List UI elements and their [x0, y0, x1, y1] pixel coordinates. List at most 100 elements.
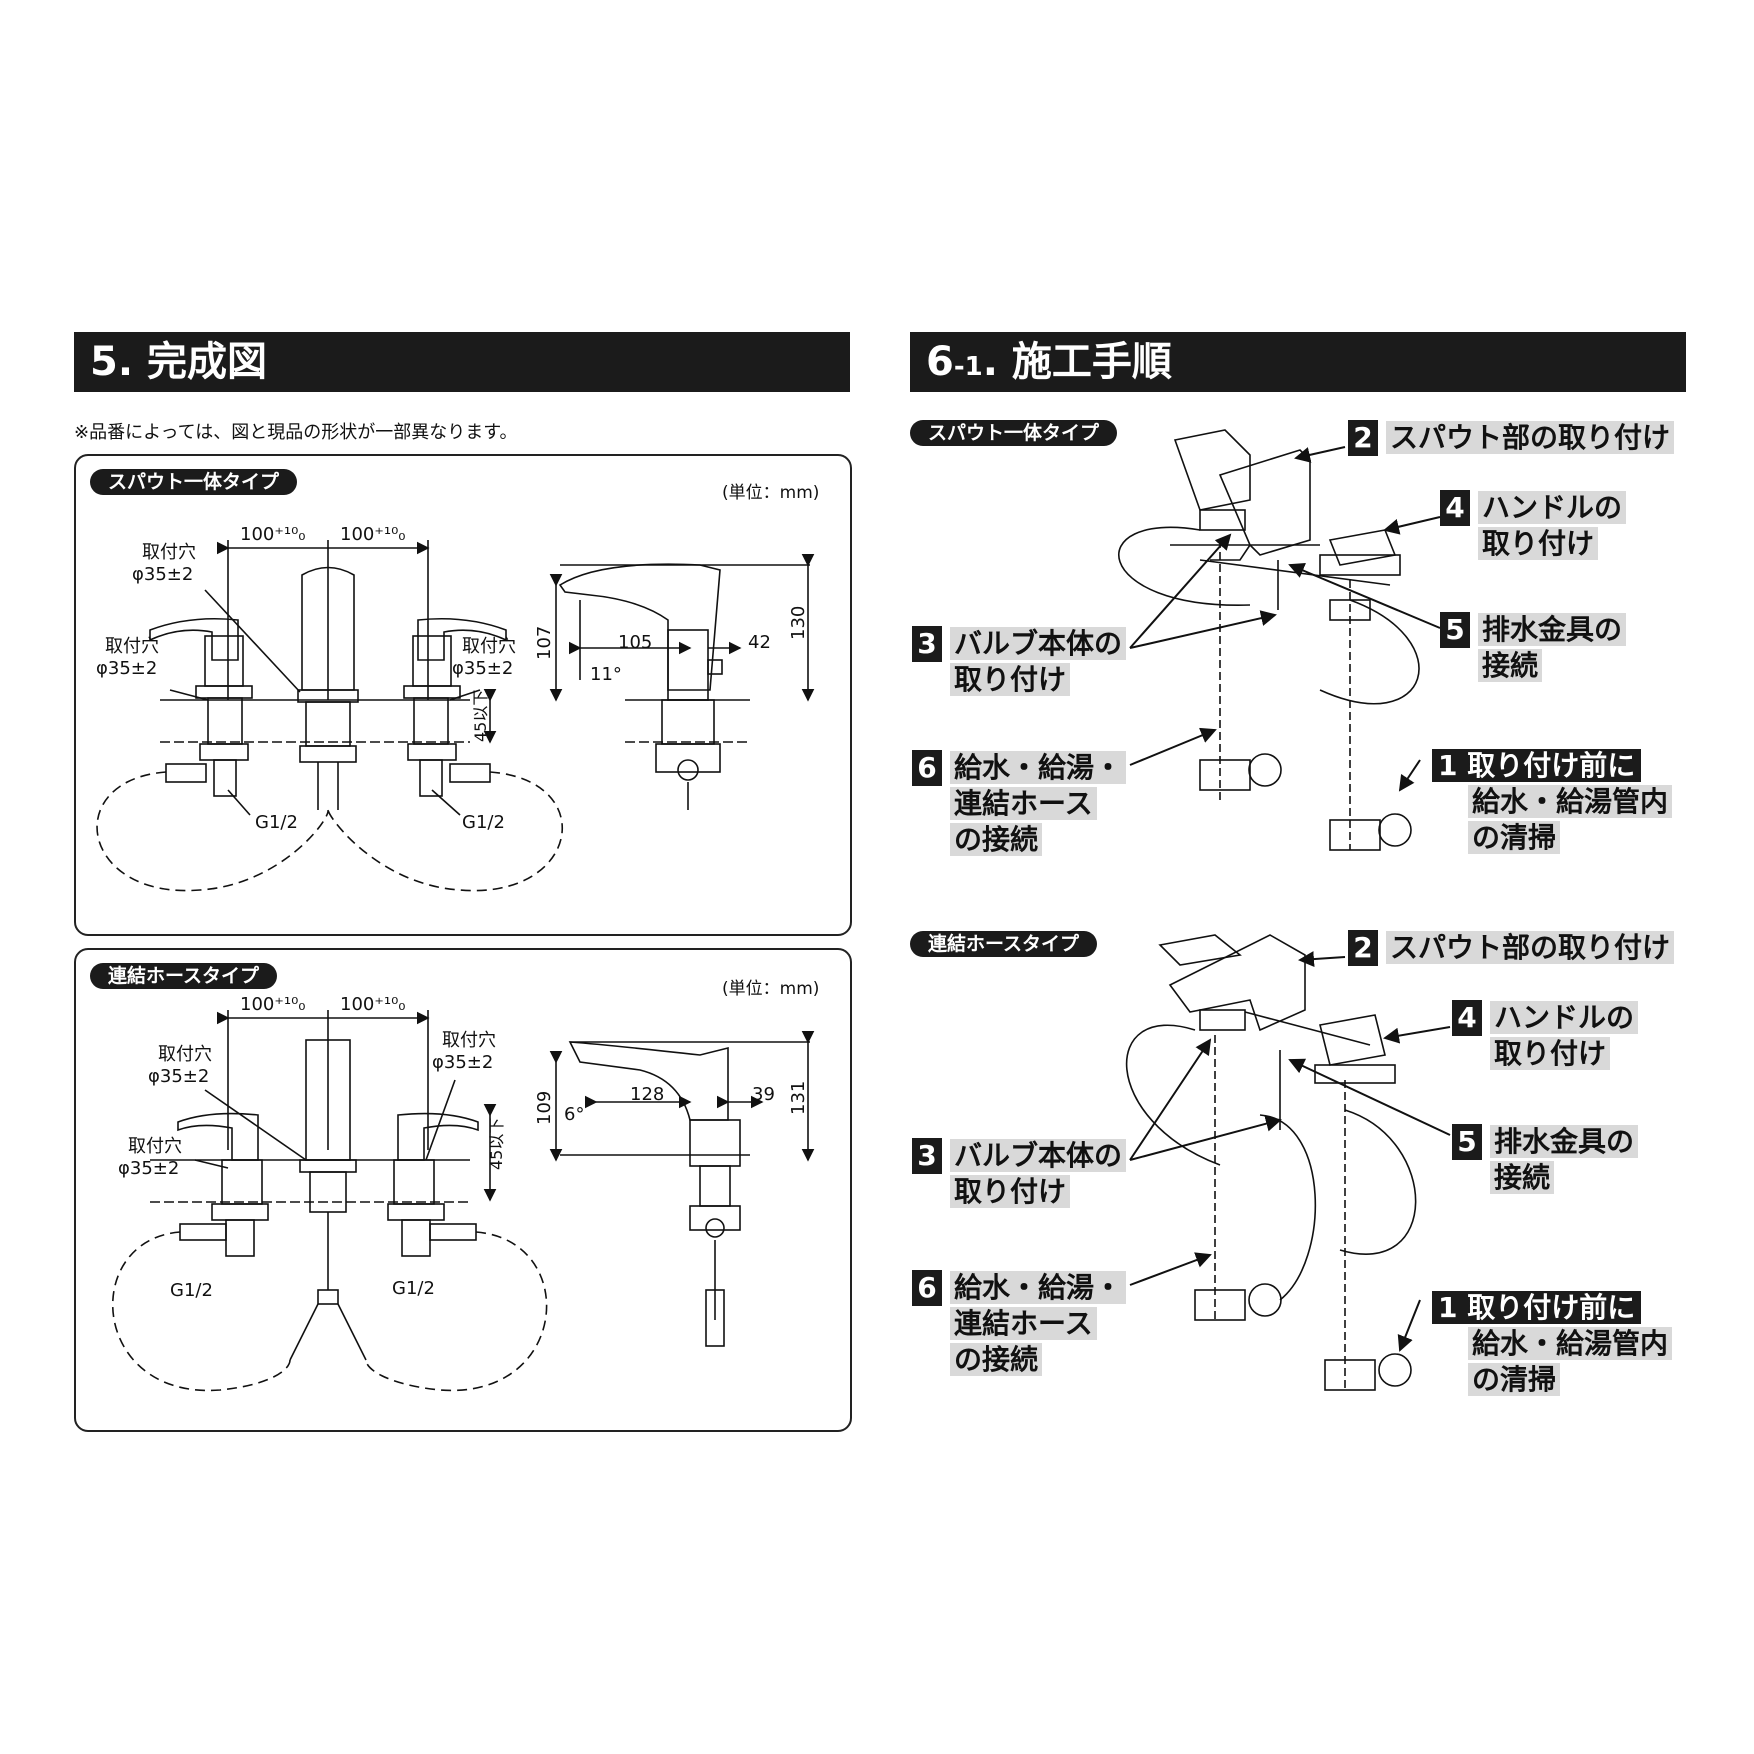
panel-a-unit: (単位：mm)	[722, 483, 820, 503]
dim-b-39: 39	[752, 1084, 775, 1105]
panel-b-front-view	[111, 1010, 548, 1392]
hole-a2-spec: φ35±2	[96, 658, 157, 679]
panel-a-dim-texts: 100⁺¹⁰₀ 100⁺¹⁰₀ 取付穴 φ35±2 取付穴 φ35±2 取付穴 …	[96, 524, 809, 833]
hole-b1-spec: φ35±2	[148, 1066, 209, 1087]
step-6b-number: 6	[912, 1270, 942, 1306]
step-1b-number: 1	[1438, 1291, 1458, 1324]
step-1b-line1: 取り付け前に	[1467, 1291, 1636, 1324]
step-1b-line3: の清掃	[1468, 1363, 1561, 1396]
step-6b-line3: の接続	[950, 1343, 1043, 1376]
step-4-number: 4	[1440, 490, 1470, 526]
step-illustration-bottom	[1125, 934, 1417, 1391]
hole-b2-spec: φ35±2	[118, 1158, 179, 1179]
panel-b-tag: 連結ホースタイプ	[90, 963, 278, 989]
panel-a-front-view	[96, 540, 563, 892]
step-leaders	[1129, 446, 1451, 1352]
section-6-subnumber: -1	[953, 352, 983, 382]
panel-b-side-view	[549, 1030, 815, 1347]
step-2-text: スパウト部の取り付け	[1386, 421, 1675, 454]
step-6b-line1: 給水・給湯・	[950, 1271, 1127, 1304]
dim-b-131: 131	[788, 1081, 809, 1115]
step-4-line2: 取り付け	[1478, 527, 1599, 560]
hole-a2-label: 取付穴	[105, 636, 159, 657]
step-6-line1: 給水・給湯・	[950, 751, 1127, 784]
dim-a-42: 42	[748, 632, 771, 653]
dim-a-105: 105	[618, 632, 652, 653]
dim-b-depth: 45以下	[487, 1118, 506, 1170]
dim-b-109: 109	[534, 1091, 555, 1125]
panel-b-dim-texts: 100⁺¹⁰₀ 100⁺¹⁰₀ 取付穴 φ35±2 取付穴 φ35±2 取付穴 …	[118, 994, 809, 1301]
dim-a-130: 130	[788, 606, 809, 640]
step-4b-line1: ハンドルの	[1490, 1001, 1639, 1034]
hole-a1-label: 取付穴	[142, 542, 196, 563]
hole-b3-spec: φ35±2	[432, 1052, 493, 1073]
hole-a1-spec: φ35±2	[132, 564, 193, 585]
panel-b-unit: (単位：mm)	[722, 979, 820, 999]
step-tag-top: スパウト一体タイプ	[910, 420, 1118, 446]
step-5-line2: 接続	[1478, 649, 1543, 682]
dim-a-span-right: 100⁺¹⁰₀	[340, 524, 406, 545]
step-6-line3: の接続	[950, 823, 1043, 856]
hole-b1-label: 取付穴	[158, 1044, 212, 1065]
step-1-line3: の清掃	[1468, 821, 1561, 854]
step-3b-line2: 取り付け	[950, 1175, 1071, 1208]
hole-a3-label: 取付穴	[462, 636, 516, 657]
panel-a-side-view	[549, 553, 815, 810]
step-3b-line1: バルブ本体の	[950, 1139, 1127, 1172]
step-6-line2: 連結ホース	[950, 787, 1097, 820]
dim-b-128: 128	[630, 1084, 664, 1105]
step-illustration-top	[1118, 429, 1420, 851]
dim-a-107: 107	[534, 626, 555, 660]
step-4b-line2: 取り付け	[1490, 1037, 1611, 1070]
dim-b-angle: 6°	[564, 1104, 584, 1125]
section-5-header: 5. 完成図	[74, 332, 850, 392]
step-2b-number: 2	[1348, 930, 1378, 966]
section-5-title: 5. 完成図	[90, 339, 267, 385]
step-1-number: 1	[1438, 749, 1458, 782]
step-1b-line2: 給水・給湯管内	[1468, 1327, 1673, 1360]
dim-a-angle: 11°	[590, 664, 622, 685]
thread-a-right: G1/2	[462, 812, 505, 833]
section-6-header: 6-1. 施工手順	[910, 332, 1686, 392]
dim-a-depth: 45以下	[471, 690, 490, 742]
dim-a-span-left: 100⁺¹⁰₀	[240, 524, 306, 545]
panel-hose-connected	[74, 948, 852, 1432]
hole-a3-spec: φ35±2	[452, 658, 513, 679]
step-1-line2: 給水・給湯管内	[1468, 785, 1673, 818]
step-6b-line2: 連結ホース	[950, 1307, 1097, 1340]
step-1-top: 1 取り付け前に 給水・給湯管内 の清掃	[1432, 748, 1673, 856]
panel-spout-integrated	[74, 454, 852, 936]
step-5b-line1: 排水金具の	[1490, 1125, 1639, 1158]
step-3-line1: バルブ本体の	[950, 627, 1127, 660]
step-3-number: 3	[912, 626, 942, 662]
step-5-line1: 排水金具の	[1478, 613, 1627, 646]
step-tag-bottom: 連結ホースタイプ	[910, 931, 1098, 957]
thread-b-right: G1/2	[392, 1278, 435, 1299]
shape-note: ※品番によっては、図と現品の形状が一部異なります。	[74, 422, 518, 443]
panel-a-tag: スパウト一体タイプ	[90, 469, 298, 495]
step-3-line2: 取り付け	[950, 663, 1071, 696]
step-3b-number: 3	[912, 1138, 942, 1174]
dim-b-span-left: 100⁺¹⁰₀	[240, 994, 306, 1015]
thread-b-left: G1/2	[170, 1280, 213, 1301]
hole-b3-label: 取付穴	[442, 1030, 496, 1051]
step-2b-text: スパウト部の取り付け	[1386, 931, 1675, 964]
step-1-line1: 取り付け前に	[1467, 749, 1636, 782]
step-1-bottom: 1 取り付け前に 給水・給湯管内 の清掃	[1432, 1290, 1673, 1398]
section-6-number: 6	[926, 339, 954, 385]
section-6-title: . 施工手順	[982, 339, 1172, 385]
dim-b-span-right: 100⁺¹⁰₀	[340, 994, 406, 1015]
step-2-number: 2	[1348, 420, 1378, 456]
step-5-number: 5	[1440, 612, 1470, 648]
step-5b-line2: 接続	[1490, 1161, 1555, 1194]
